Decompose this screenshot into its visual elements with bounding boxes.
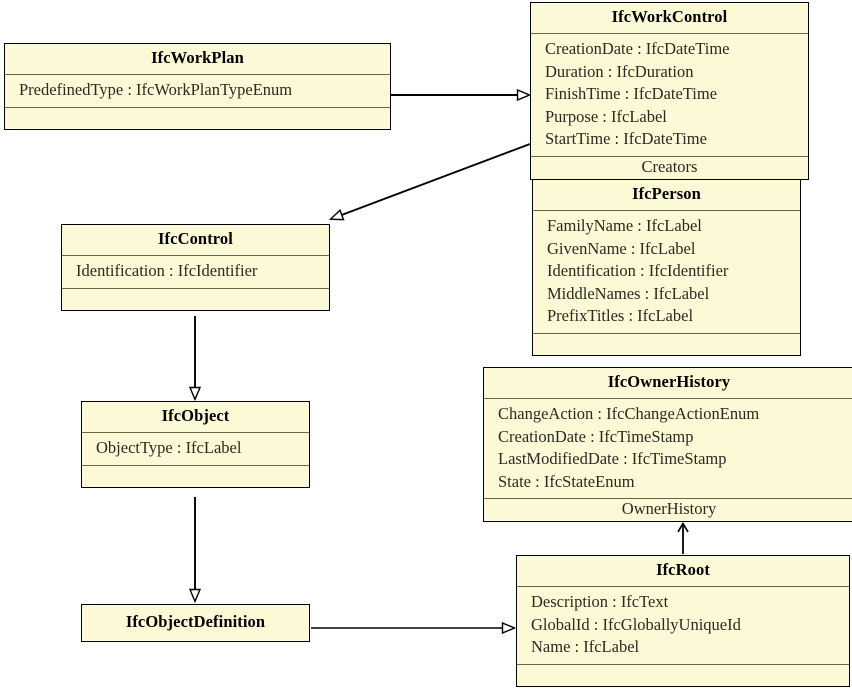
class-box-ifcroot[interactable]: IfcRoot Description : IfcText GlobalId :… xyxy=(516,555,850,687)
class-attribute: CreationDate : IfcTimeStamp xyxy=(498,426,694,446)
compartment-separator xyxy=(517,585,849,587)
compartment-separator xyxy=(62,254,329,256)
compartment-separator xyxy=(517,663,849,665)
compartment-separator xyxy=(62,287,329,289)
compartment-separator xyxy=(531,32,808,34)
compartment-separator xyxy=(533,332,800,334)
class-title-ifcworkcontrol: IfcWorkControl xyxy=(611,7,728,26)
class-attribute: StartTime : IfcDateTime xyxy=(545,129,707,149)
class-title-ifcperson: IfcPerson xyxy=(632,184,701,203)
compartment-separator xyxy=(531,155,808,157)
class-attributes-ifcroot: Description : IfcText GlobalId : IfcGlob… xyxy=(517,587,849,664)
class-attribute: LastModifiedDate : IfcTimeStamp xyxy=(498,449,727,469)
class-box-ifcownerhistory[interactable]: IfcOwnerHistory ChangeAction : IfcChange… xyxy=(483,367,852,523)
class-attribute: CreationDate : IfcDateTime xyxy=(545,38,730,58)
class-box-ifcobjectdefinition[interactable]: IfcObjectDefinition xyxy=(81,604,310,642)
class-box-ifcobject[interactable]: IfcObject ObjectType : IfcLabel xyxy=(81,401,310,488)
compartment-separator xyxy=(533,209,800,211)
class-attribute: Name : IfcLabel xyxy=(531,637,640,657)
class-attributes-ifcobject: ObjectType : IfcLabel xyxy=(82,433,309,465)
compartment-separator xyxy=(484,397,852,399)
class-title-ifcroot: IfcRoot xyxy=(656,560,710,579)
association-label-ownerhistory: OwnerHistory xyxy=(621,499,717,519)
class-operations-ifcroot xyxy=(517,665,849,686)
class-attributes-ifcworkplan: PredefinedType : IfcWorkPlanTypeEnum xyxy=(5,75,390,107)
class-box-ifcworkcontrol[interactable]: IfcWorkControl CreationDate : IfcDateTim… xyxy=(530,2,809,180)
class-attribute: Identification : IfcIdentifier xyxy=(76,260,258,280)
class-title-ifcownerhistory: IfcOwnerHistory xyxy=(607,372,731,391)
association-label-creators: Creators xyxy=(641,156,698,176)
class-box-ifcworkplan[interactable]: IfcWorkPlan PredefinedType : IfcWorkPlan… xyxy=(4,43,391,130)
class-title-ifcobject: IfcObject xyxy=(161,406,230,425)
class-attribute: State : IfcStateEnum xyxy=(498,471,635,491)
compartment-separator xyxy=(82,464,309,466)
class-attribute: FamilyName : IfcLabel xyxy=(547,215,702,235)
class-attribute: GlobalId : IfcGloballyUniqueId xyxy=(531,614,741,634)
edge-ifcworkcontrol-to-ifccontrol xyxy=(331,143,531,219)
class-attribute: FinishTime : IfcDateTime xyxy=(545,84,718,104)
class-attribute: PrefixTitles : IfcLabel xyxy=(547,306,694,326)
class-attribute: ChangeAction : IfcChangeActionEnum xyxy=(498,403,760,423)
class-operations-ifcobject xyxy=(82,466,309,487)
class-attribute: ObjectType : IfcLabel xyxy=(96,437,242,457)
class-attribute: MiddleNames : IfcLabel xyxy=(547,283,710,303)
class-attribute: Purpose : IfcLabel xyxy=(545,106,667,126)
class-operations-ifcworkplan xyxy=(5,108,390,129)
class-title-ifccontrol: IfcControl xyxy=(158,229,233,248)
compartment-separator xyxy=(5,106,390,108)
class-box-ifccontrol[interactable]: IfcControl Identification : IfcIdentifie… xyxy=(61,224,330,311)
class-attributes-ifccontrol: Identification : IfcIdentifier xyxy=(62,256,329,288)
compartment-separator xyxy=(82,431,309,433)
class-title-ifcworkplan: IfcWorkPlan xyxy=(151,48,244,67)
class-attribute: Identification : IfcIdentifier xyxy=(547,261,729,281)
class-attributes-ifcworkcontrol: CreationDate : IfcDateTime Duration : If… xyxy=(531,34,808,156)
class-operations-ifccontrol xyxy=(62,289,329,310)
class-attribute: PredefinedType : IfcWorkPlanTypeEnum xyxy=(19,79,293,99)
class-attribute: Description : IfcText xyxy=(531,591,669,611)
class-operations-ifcperson xyxy=(533,334,800,355)
class-attributes-ifcownerhistory: ChangeAction : IfcChangeActionEnum Creat… xyxy=(484,399,852,498)
class-attributes-ifcperson: FamilyName : IfcLabel GivenName : IfcLab… xyxy=(533,211,800,333)
compartment-separator xyxy=(484,498,852,500)
class-attribute: GivenName : IfcLabel xyxy=(547,238,696,258)
class-box-ifcperson[interactable]: IfcPerson FamilyName : IfcLabel GivenNam… xyxy=(532,179,801,356)
class-attribute: Duration : IfcDuration xyxy=(545,61,694,81)
compartment-separator xyxy=(5,73,390,75)
class-title-ifcobjectdefinition: IfcObjectDefinition xyxy=(125,612,266,631)
